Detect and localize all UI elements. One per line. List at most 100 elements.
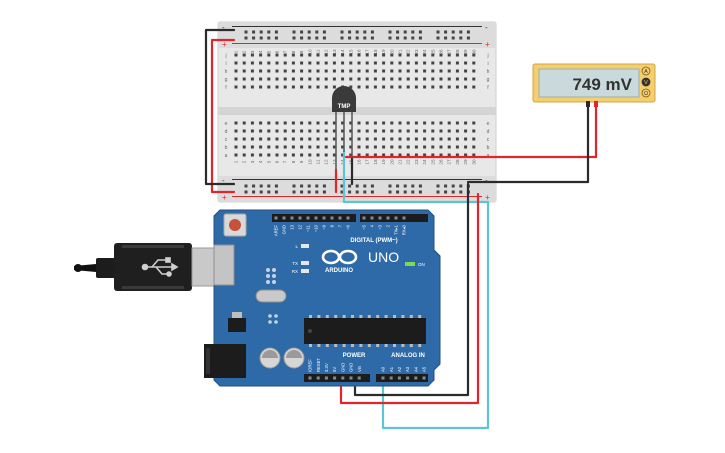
breadboard-hole[interactable] — [267, 85, 271, 89]
breadboard-hole[interactable] — [267, 77, 271, 81]
breadboard-hole[interactable] — [439, 61, 443, 65]
breadboard-hole[interactable] — [259, 53, 263, 57]
rail-hole[interactable] — [300, 36, 304, 40]
rail-hole[interactable] — [307, 30, 311, 34]
rail-hole[interactable] — [348, 190, 352, 194]
breadboard-hole[interactable] — [242, 77, 246, 81]
breadboard-hole[interactable] — [382, 145, 386, 149]
rail-hole[interactable] — [459, 190, 463, 194]
breadboard-hole[interactable] — [316, 129, 320, 133]
breadboard-hole[interactable] — [283, 85, 287, 89]
breadboard-hole[interactable] — [316, 61, 320, 65]
breadboard-hole[interactable] — [357, 85, 361, 89]
digital-pin[interactable] — [378, 216, 382, 220]
breadboard-hole[interactable] — [398, 77, 402, 81]
breadboard-hole[interactable] — [308, 137, 312, 141]
breadboard-hole[interactable] — [447, 77, 451, 81]
rail-hole[interactable] — [396, 190, 400, 194]
breadboard-hole[interactable] — [341, 61, 345, 65]
rail-hole[interactable] — [388, 184, 392, 188]
breadboard-hole[interactable] — [341, 153, 345, 157]
analog-pin[interactable] — [406, 376, 410, 380]
breadboard-hole[interactable] — [431, 61, 435, 65]
breadboard[interactable]: - + - + - + - + 112233445566778899101011… — [217, 21, 497, 203]
breadboard-hole[interactable] — [234, 85, 238, 89]
breadboard-hole[interactable] — [349, 61, 353, 65]
breadboard-hole[interactable] — [349, 53, 353, 57]
digital-pin[interactable] — [306, 216, 310, 220]
breadboard-hole[interactable] — [259, 61, 263, 65]
breadboard-hole[interactable] — [406, 145, 410, 149]
rail-hole[interactable] — [388, 36, 392, 40]
rail-hole[interactable] — [355, 30, 359, 34]
breadboard-hole[interactable] — [267, 69, 271, 73]
rail-hole[interactable] — [444, 30, 448, 34]
mode-button-a[interactable] — [641, 66, 651, 76]
breadboard-hole[interactable] — [472, 77, 476, 81]
breadboard-hole[interactable] — [390, 145, 394, 149]
breadboard-hole[interactable] — [283, 121, 287, 125]
rail-hole[interactable] — [451, 190, 455, 194]
breadboard-hole[interactable] — [250, 129, 254, 133]
wire-left-black-rail[interactable] — [204, 28, 236, 186]
breadboard-hole[interactable] — [431, 53, 435, 57]
breadboard-hole[interactable] — [414, 53, 418, 57]
rail-hole[interactable] — [436, 184, 440, 188]
breadboard-hole[interactable] — [267, 129, 271, 133]
rail-hole[interactable] — [363, 36, 367, 40]
rail-hole[interactable] — [322, 36, 326, 40]
rail-hole[interactable] — [444, 190, 448, 194]
rail-hole[interactable] — [396, 36, 400, 40]
breadboard-hole[interactable] — [291, 121, 295, 125]
breadboard-hole[interactable] — [316, 85, 320, 89]
rail-hole[interactable] — [418, 36, 422, 40]
breadboard-hole[interactable] — [300, 137, 304, 141]
breadboard-hole[interactable] — [308, 145, 312, 149]
rail-hole[interactable] — [340, 190, 344, 194]
rail-hole[interactable] — [370, 184, 374, 188]
rail-hole[interactable] — [459, 30, 463, 34]
rail-hole[interactable] — [307, 36, 311, 40]
breadboard-hole[interactable] — [259, 129, 263, 133]
breadboard-hole[interactable] — [234, 145, 238, 149]
breadboard-hole[interactable] — [308, 121, 312, 125]
analog-pin[interactable] — [381, 376, 385, 380]
breadboard-hole[interactable] — [472, 137, 476, 141]
rail-hole[interactable] — [259, 36, 263, 40]
breadboard-hole[interactable] — [250, 153, 254, 157]
breadboard-hole[interactable] — [439, 129, 443, 133]
breadboard-hole[interactable] — [283, 137, 287, 141]
breadboard-hole[interactable] — [431, 69, 435, 73]
breadboard-hole[interactable] — [275, 153, 279, 157]
breadboard-hole[interactable] — [455, 153, 459, 157]
breadboard-hole[interactable] — [316, 77, 320, 81]
breadboard-hole[interactable] — [250, 137, 254, 141]
breadboard-hole[interactable] — [291, 129, 295, 133]
rail-hole[interactable] — [340, 36, 344, 40]
breadboard-hole[interactable] — [406, 77, 410, 81]
breadboard-hole[interactable] — [365, 129, 369, 133]
breadboard-hole[interactable] — [472, 53, 476, 57]
breadboard-hole[interactable] — [423, 61, 427, 65]
breadboard-hole[interactable] — [398, 85, 402, 89]
rail-hole[interactable] — [418, 184, 422, 188]
breadboard-hole[interactable] — [242, 53, 246, 57]
breadboard-hole[interactable] — [439, 77, 443, 81]
digital-pin[interactable] — [274, 216, 278, 220]
rail-hole[interactable] — [370, 30, 374, 34]
breadboard-hole[interactable] — [242, 137, 246, 141]
mode-button-v[interactable] — [641, 77, 651, 87]
breadboard-hole[interactable] — [300, 53, 304, 57]
breadboard-hole[interactable] — [300, 69, 304, 73]
breadboard-hole[interactable] — [390, 129, 394, 133]
breadboard-hole[interactable] — [439, 153, 443, 157]
breadboard-hole[interactable] — [365, 53, 369, 57]
breadboard-hole[interactable] — [250, 69, 254, 73]
breadboard-hole[interactable] — [332, 121, 336, 125]
breadboard-hole[interactable] — [390, 61, 394, 65]
breadboard-hole[interactable] — [250, 121, 254, 125]
breadboard-hole[interactable] — [242, 145, 246, 149]
digital-pin[interactable] — [290, 216, 294, 220]
rail-hole[interactable] — [348, 36, 352, 40]
